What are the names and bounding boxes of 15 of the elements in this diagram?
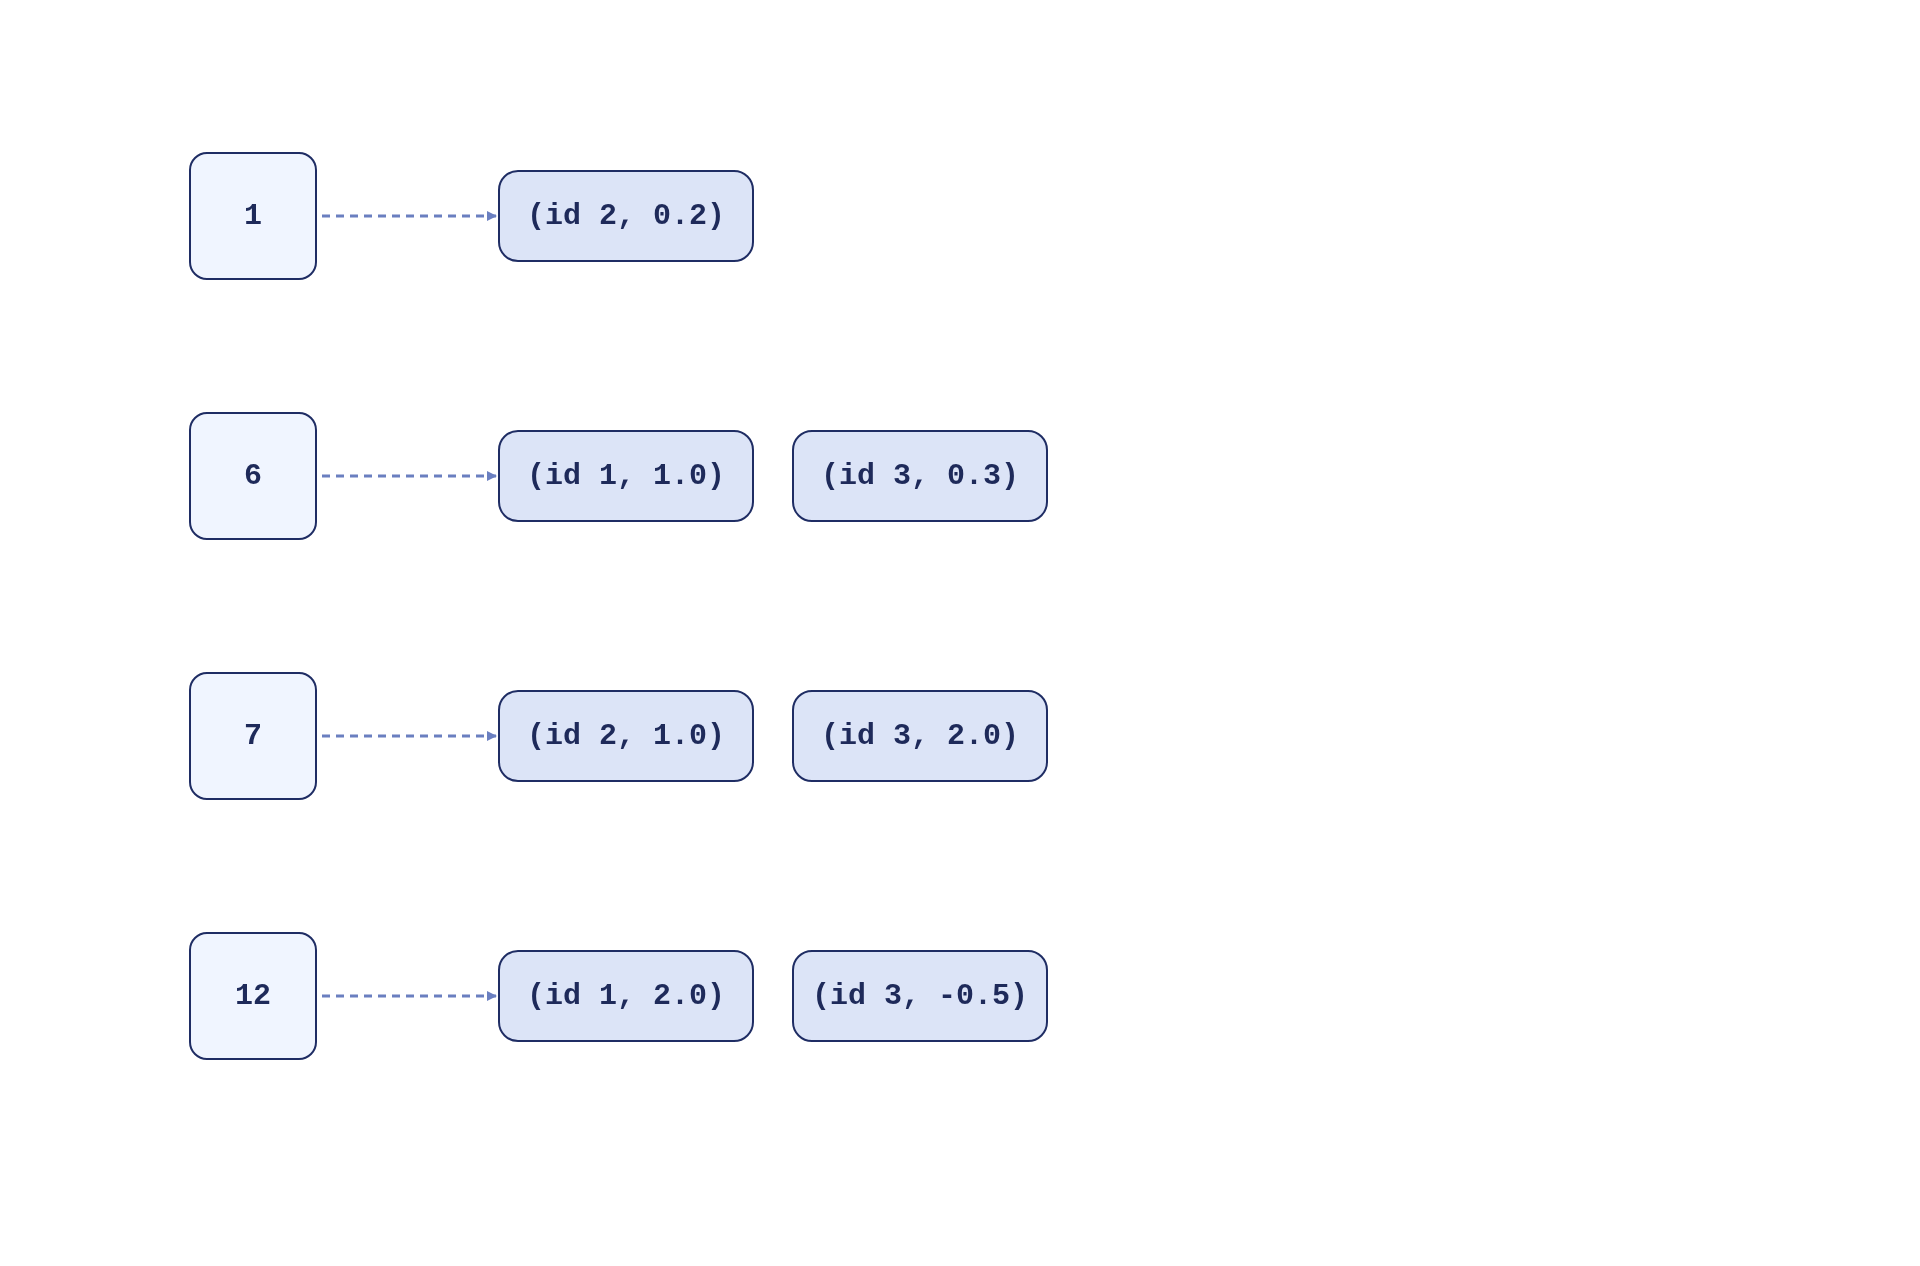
dashed-arrow [322, 991, 497, 1001]
dashed-arrow [322, 211, 497, 221]
entry-box: (id 3, -0.5) [792, 950, 1048, 1042]
key-box: 6 [189, 412, 317, 540]
dashed-arrow [322, 731, 497, 741]
key-box: 12 [189, 932, 317, 1060]
entry-box: (id 2, 0.2) [498, 170, 754, 262]
dashed-arrow [322, 471, 497, 481]
entry-box: (id 3, 0.3) [792, 430, 1048, 522]
key-box: 1 [189, 152, 317, 280]
entry-box: (id 2, 1.0) [498, 690, 754, 782]
entry-box: (id 1, 1.0) [498, 430, 754, 522]
entry-box: (id 1, 2.0) [498, 950, 754, 1042]
entry-box: (id 3, 2.0) [792, 690, 1048, 782]
key-box: 7 [189, 672, 317, 800]
